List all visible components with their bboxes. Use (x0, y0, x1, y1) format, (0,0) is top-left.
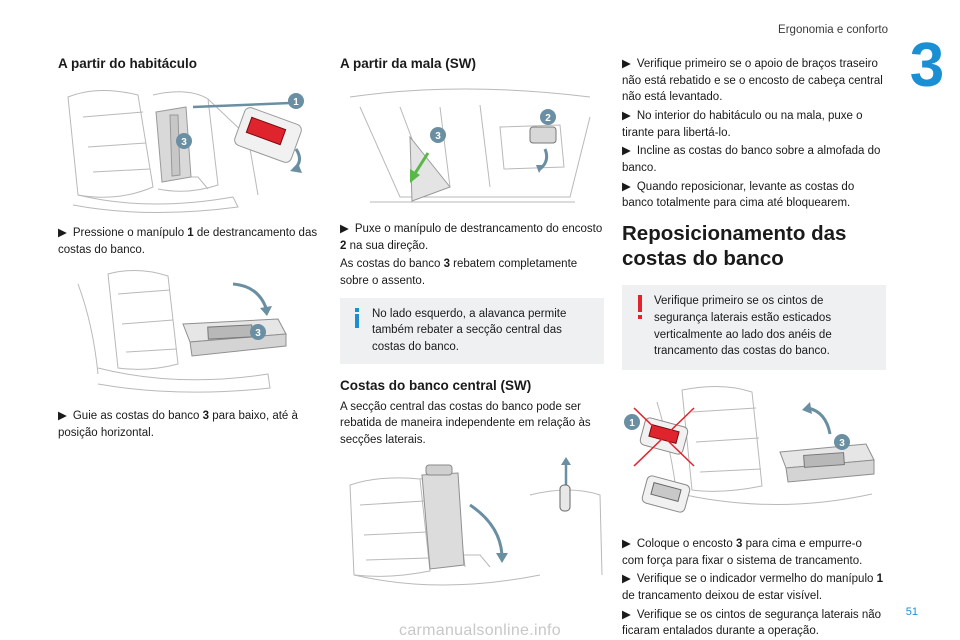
svg-text:1: 1 (293, 97, 299, 108)
svg-text:3: 3 (181, 137, 187, 148)
warning-note: Verifique primeiro se os cintos de segur… (622, 285, 886, 370)
callout-2 (540, 109, 556, 125)
step-check-indicator: ▶Verifique se o indicador vermelho do ma… (622, 573, 883, 602)
svg-text:2: 2 (545, 113, 551, 124)
step-reposition: ▶Quando reposicionar, levante as costas … (622, 180, 855, 210)
bullet-icon: ▶ (622, 537, 631, 550)
callout-3 (250, 324, 266, 341)
page-number: 51 (905, 606, 918, 618)
seat-back-folds-text: As costas do banco 3 rebatem completamen… (340, 258, 578, 288)
bullet-icon: ▶ (340, 223, 349, 235)
step-pull-handle: ▶Puxe o manípulo de destrancamento do en… (340, 223, 603, 252)
step-push-seat-back: ▶Coloque o encosto 3 para cima e empurre… (622, 537, 863, 567)
svg-text:1: 1 (629, 418, 635, 429)
bullet-icon: ▶ (622, 58, 631, 70)
running-header: Ergonomia e conforto (778, 24, 888, 36)
column-3: ▶Verifique primeiro se o apoio de braços… (622, 56, 886, 640)
watermark: carmanualsonline.info (399, 622, 561, 639)
bullet-icon: ▶ (622, 145, 631, 158)
figure-central-seat-back (349, 456, 603, 586)
callout-1 (288, 93, 304, 109)
callout-3 (430, 127, 446, 143)
figure-seat-release-handle: 1 3 (67, 89, 304, 214)
bullet-icon: ▶ (58, 410, 67, 423)
column-2: A partir da mala (SW) 3 2 ▶Puxe o manípu… (340, 56, 604, 603)
section-heading-reposition: Reposicionamento das costas do banco (622, 222, 847, 270)
central-seat-text: A secção central das costas do banco pod… (340, 400, 591, 447)
callout-3 (176, 133, 192, 149)
svg-text:3: 3 (839, 438, 845, 449)
step-guide-seat-back: ▶Guie as costas do banco 3 para baixo, a… (58, 410, 298, 440)
bullet-icon: ▶ (58, 227, 67, 239)
info-note: No lado esquerdo, a alavanca permite tam… (340, 297, 604, 364)
step-incline-seat: ▶Incline as costas do banco sobre a almo… (622, 145, 881, 175)
section-heading-habitaculo: A partir do habitáculo (58, 56, 198, 71)
bullet-icon: ▶ (622, 573, 631, 586)
trunk-floor-panel (409, 135, 451, 202)
figure-trunk-release: 3 2 (349, 88, 591, 203)
step-pull-strap: ▶No interior do habitáculo ou na mala, p… (622, 110, 863, 139)
bullet-icon: ▶ (622, 608, 631, 621)
step-check-belts: ▶Verifique se os cintos de segurança lat… (622, 608, 882, 638)
section-heading-mala: A partir da mala (SW) (340, 56, 477, 71)
central-seat-section (421, 472, 465, 570)
step-check-armrest: ▶Verifique primeiro se o apoio de braços… (622, 58, 883, 104)
section-heading-central-seat: Costas do banco central (SW) (340, 377, 532, 393)
chapter-tab: 3 (894, 32, 960, 100)
callout-1 (624, 413, 640, 430)
column-1: A partir do habitáculo 1 3 ▶Pressione o … (58, 56, 318, 444)
warning-icon (638, 295, 642, 320)
bullet-icon: ▶ (622, 180, 631, 193)
svg-text:3: 3 (255, 328, 261, 339)
figure-reposition-seat: 1 3 (624, 385, 875, 513)
figure-seat-folding: 3 (77, 270, 287, 394)
callout-3 (834, 433, 850, 450)
chapter-number: 3 (909, 31, 945, 100)
info-icon (355, 307, 359, 328)
step-press-handle: ▶Pressione o manípulo 1 de destrancament… (58, 227, 318, 256)
svg-text:3: 3 (435, 131, 441, 142)
bullet-icon: ▶ (622, 110, 631, 123)
